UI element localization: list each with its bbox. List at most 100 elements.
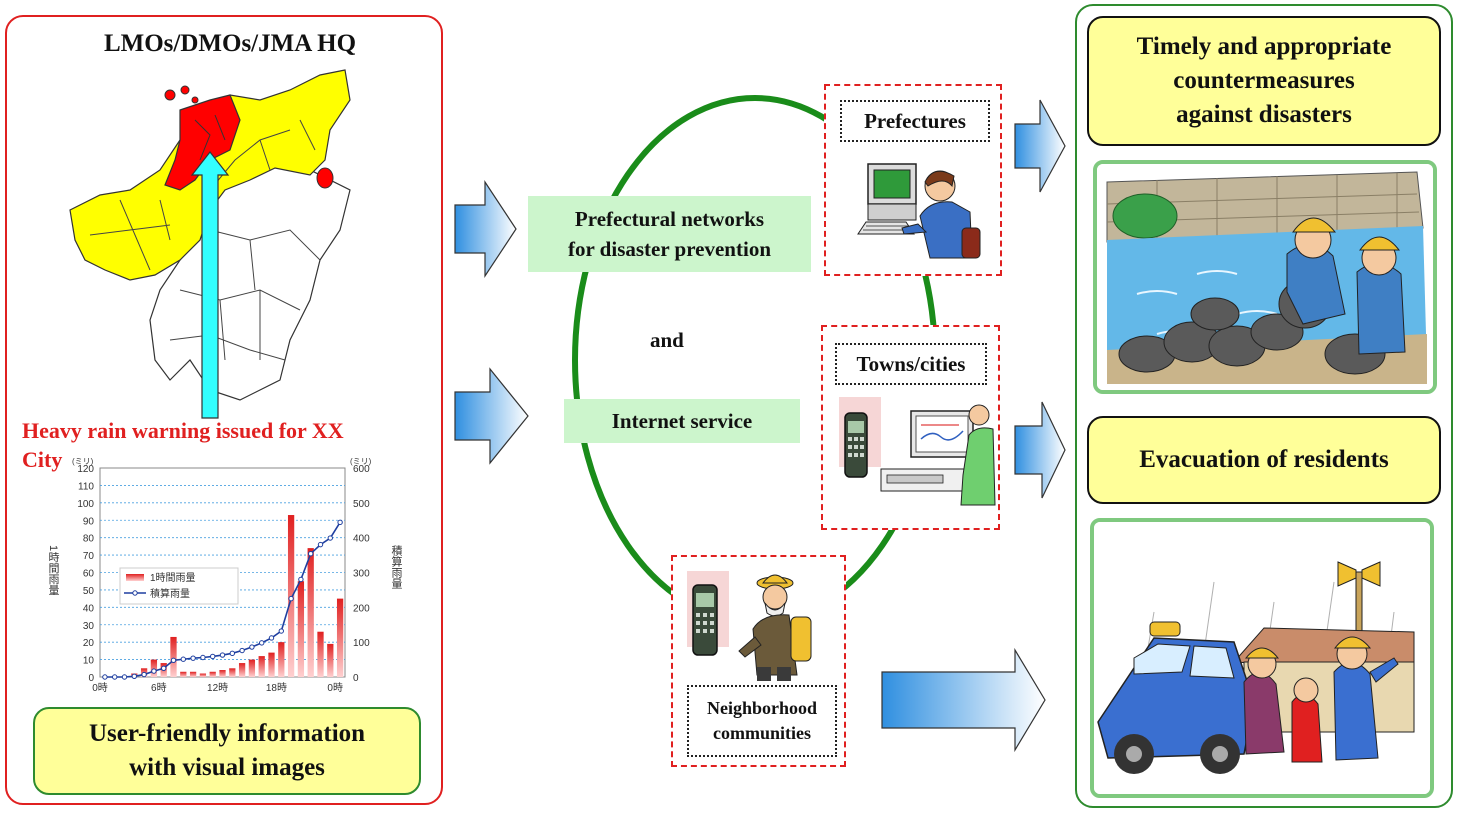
chart-bar <box>258 656 265 677</box>
chart-bar <box>297 581 305 677</box>
chart-cumulative-point <box>278 628 285 634</box>
chart-cumulative-point <box>151 668 157 674</box>
warning-text-line1: Heavy rain warning issued for XX <box>22 418 344 443</box>
arrow-prefectures-to-countermeasures <box>1014 99 1066 193</box>
chart-cumulative-point <box>121 674 128 680</box>
chart-legend-bar-label: 1時間雨量 <box>150 572 196 584</box>
chart-xtick-label: 18時 <box>266 682 287 694</box>
chart-bar <box>238 663 246 677</box>
chart-cumulative-point <box>308 550 314 557</box>
chart-cumulative-point <box>141 671 147 678</box>
chart-y2tick-label: 0 <box>353 673 359 684</box>
chart-bar <box>327 643 334 677</box>
prefecture-map <box>69 69 351 419</box>
warning-text-line2: City <box>22 447 63 472</box>
warning-pointer-arrow <box>190 151 230 419</box>
chart-ytick-label: 40 <box>83 603 95 614</box>
chart-cumulative-point <box>210 653 216 660</box>
chart-bar <box>229 668 236 677</box>
chart-ytick-label: 10 <box>83 656 95 667</box>
chart-bar <box>278 642 285 677</box>
chart-bar <box>317 631 324 677</box>
chart-ytick-label: 100 <box>77 499 94 510</box>
prefectures-box: Prefectures <box>824 84 1002 276</box>
neighborhood-line1: Neighborhood <box>706 698 818 718</box>
chart-cumulative-point <box>298 576 304 583</box>
chart-cumulative-point <box>170 657 177 663</box>
chart-cumulative-point <box>102 674 108 680</box>
chart-cumulative-point <box>249 644 255 650</box>
chart-ytick-label: 80 <box>83 534 95 545</box>
chart-bar <box>209 671 216 677</box>
chart-bar <box>336 598 344 677</box>
countermeasures-line2: countermeasures <box>1173 67 1355 94</box>
left-panel <box>5 15 443 805</box>
computer-operator-illustration <box>857 163 981 259</box>
networks-line2: for disaster prevention <box>568 237 771 261</box>
chart-bar <box>189 671 197 677</box>
internet-label: Internet service <box>564 399 800 443</box>
chart-y2tick-label: 100 <box>353 638 370 649</box>
right-panel <box>1075 4 1453 808</box>
chart-cumulative-point <box>317 541 324 548</box>
chart-ytick-label: 0 <box>88 673 94 684</box>
chart-cumulative-point <box>337 519 343 526</box>
chart-cumulative-point <box>161 665 167 671</box>
chart-bar <box>150 659 158 677</box>
chart-cumulative-point <box>190 655 196 661</box>
chart-y2tick-label: 600 <box>353 464 370 475</box>
countermeasures-line1: Timely and appropriate <box>1136 33 1392 60</box>
chart-left-axis-unit: (ミリ) <box>72 457 94 466</box>
neighborhood-box: Neighborhood communities <box>671 555 846 767</box>
riverbank-workers-illustration <box>1097 164 1433 390</box>
chart-ytick-label: 90 <box>83 516 95 527</box>
chart-bar <box>180 671 187 677</box>
chart-y2tick-label: 300 <box>353 569 370 580</box>
chart-cumulative-point <box>259 640 265 646</box>
chart-ytick-label: 20 <box>83 638 95 649</box>
chart-cumulative-point <box>268 635 275 641</box>
chart-cumulative-point <box>200 654 206 661</box>
rainfall-chart: 0102030405060708090100110120010020030040… <box>47 457 403 694</box>
chart-legend-line-label: 積算雨量 <box>150 587 190 600</box>
networks-line1: Prefectural networks <box>574 207 765 231</box>
neighborhood-label: Neighborhood communities <box>687 685 837 757</box>
towns-box: Towns/cities <box>821 325 1000 530</box>
neighborhood-line2: communities <box>713 723 811 743</box>
chart-xtick-label: 12時 <box>207 682 228 694</box>
left-panel-title: LMOs/DMOs/JMA HQ <box>103 30 357 57</box>
chart-bar <box>248 659 256 677</box>
chart-ytick-label: 110 <box>78 481 94 492</box>
left-footer-line2: with visual images <box>129 754 325 781</box>
chart-y2tick-label: 200 <box>353 603 370 614</box>
chart-cumulative-point <box>239 647 245 654</box>
chart-cumulative-point <box>229 650 236 657</box>
chart-ytick-label: 120 <box>77 464 94 475</box>
chart-ytick-label: 70 <box>83 551 95 562</box>
map-region-white <box>149 159 351 401</box>
evacuation-box: Evacuation of residents <box>1087 416 1441 504</box>
arrow-to-networks <box>454 180 517 278</box>
chart-bar <box>170 636 177 677</box>
chart-cumulative-point <box>112 674 118 680</box>
chart-xtick-label: 0時 <box>327 682 343 694</box>
arrow-neighborhood-to-evacuation <box>881 647 1046 753</box>
chart-legend-line-marker <box>132 590 138 596</box>
chart-xtick-label: 0時 <box>92 682 108 694</box>
cellphone-and-office-illustration <box>839 397 996 506</box>
chart-right-axis-unit: (ミリ) <box>350 457 372 466</box>
networks-label: Prefectural networks for disaster preven… <box>528 196 811 272</box>
chart-y2tick-label: 500 <box>353 499 370 510</box>
chart-bar <box>199 673 207 677</box>
chart-cumulative-point <box>219 652 226 658</box>
towns-label: Towns/cities <box>835 343 987 385</box>
chart-cumulative-point <box>131 673 138 680</box>
arrow-to-internet <box>454 367 529 465</box>
evacuation-illustration-frame <box>1090 518 1434 798</box>
chart-bar <box>307 548 314 677</box>
countermeasures-illustration-frame <box>1093 160 1437 394</box>
chart-cumulative-point <box>327 535 333 541</box>
evacuation-residents-illustration <box>1094 522 1430 794</box>
left-footer-box: User-friendly information with visual im… <box>33 707 421 795</box>
chart-xtick-label: 6時 <box>151 682 167 694</box>
